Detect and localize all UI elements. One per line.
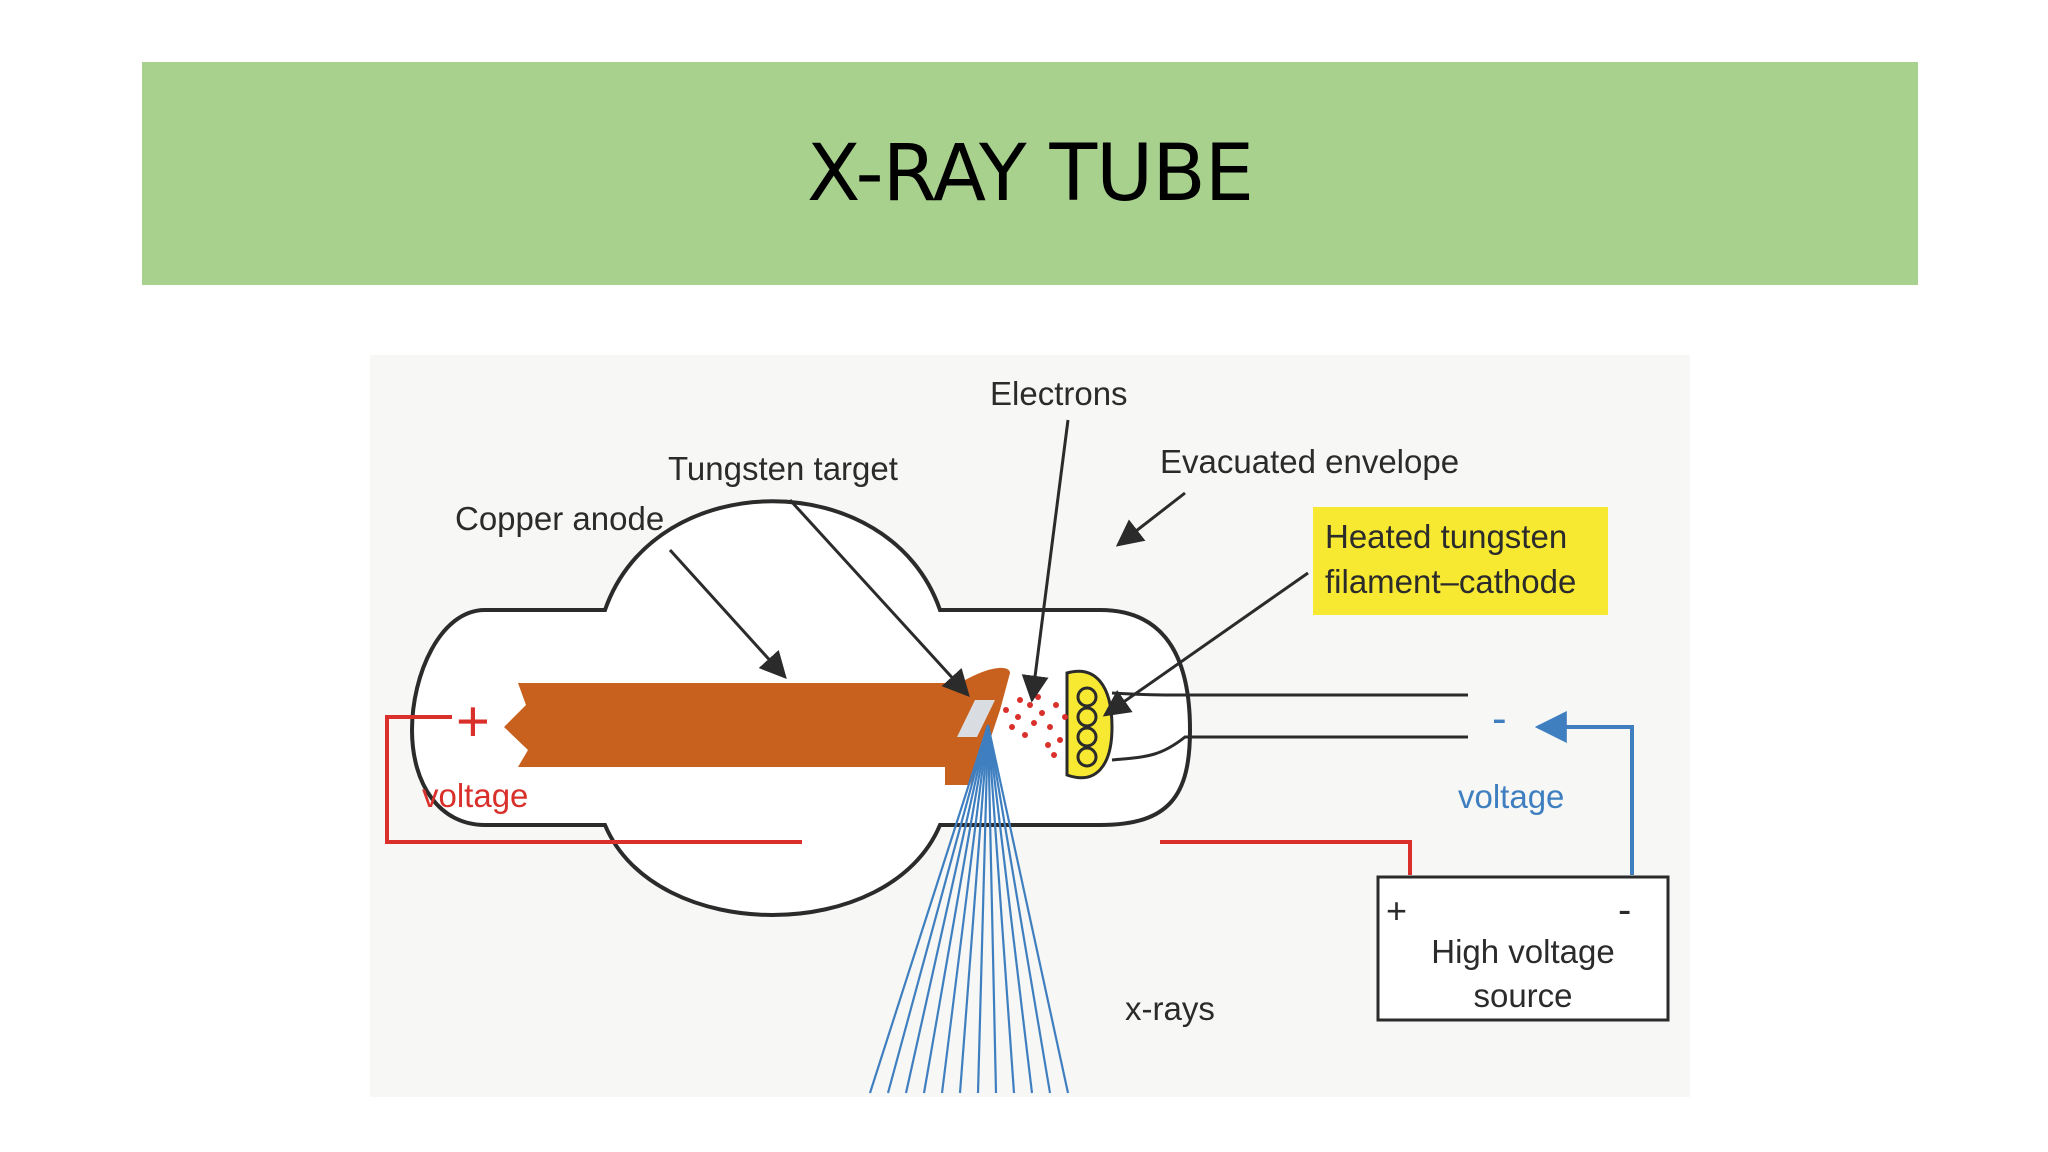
electron-stream <box>1003 694 1068 758</box>
filament-label-highlight <box>1313 507 1608 615</box>
arrow-tungsten-target <box>788 498 970 697</box>
label-evacuated-envelope: Evacuated envelope <box>1160 443 1459 480</box>
label-copper-anode: Copper anode <box>455 500 664 537</box>
label-negative-voltage: voltage <box>1458 778 1564 815</box>
page-title: X-RAY TUBE <box>806 128 1254 219</box>
label-heated-filament-line1: Heated tungsten <box>1325 518 1567 555</box>
positive-wire <box>385 715 1412 875</box>
label-heated-filament-line2: filament–cathode <box>1325 563 1576 600</box>
callout-arrows <box>668 419 1309 717</box>
high-voltage-source-box <box>1376 875 1670 1022</box>
source-plus-sign: + <box>1386 890 1407 931</box>
arrow-electrons <box>1021 419 1070 703</box>
label-xrays: x-rays <box>1125 990 1215 1027</box>
diagram-canvas: Electrons Evacuated envelope Tungsten ta… <box>370 355 1690 1097</box>
filament-coil-icon <box>1076 686 1098 768</box>
arrow-copper-anode <box>668 548 787 680</box>
arrow-heated-filament <box>1102 571 1309 717</box>
label-positive-voltage: voltage <box>422 777 528 814</box>
label-electrons: Electrons <box>990 375 1128 412</box>
label-tungsten-target: Tungsten target <box>668 450 898 487</box>
label-source-line1: High voltage <box>1431 933 1614 970</box>
label-source-line2: source <box>1473 977 1572 1014</box>
cathode-lead-lower <box>1111 735 1468 762</box>
copper-anode-rod <box>504 667 1010 785</box>
xray-tube-diagram: Electrons Evacuated envelope Tungsten ta… <box>370 355 1690 1097</box>
tungsten-target <box>957 700 995 737</box>
arrow-evacuated-envelope <box>1115 491 1186 547</box>
source-minus-sign: - <box>1618 888 1631 932</box>
xray-beam <box>868 724 1070 1094</box>
title-banner: X-RAY TUBE <box>142 62 1918 285</box>
positive-sign: + <box>456 689 490 754</box>
negative-wire <box>1534 711 1634 875</box>
negative-sign: - <box>1492 694 1507 743</box>
